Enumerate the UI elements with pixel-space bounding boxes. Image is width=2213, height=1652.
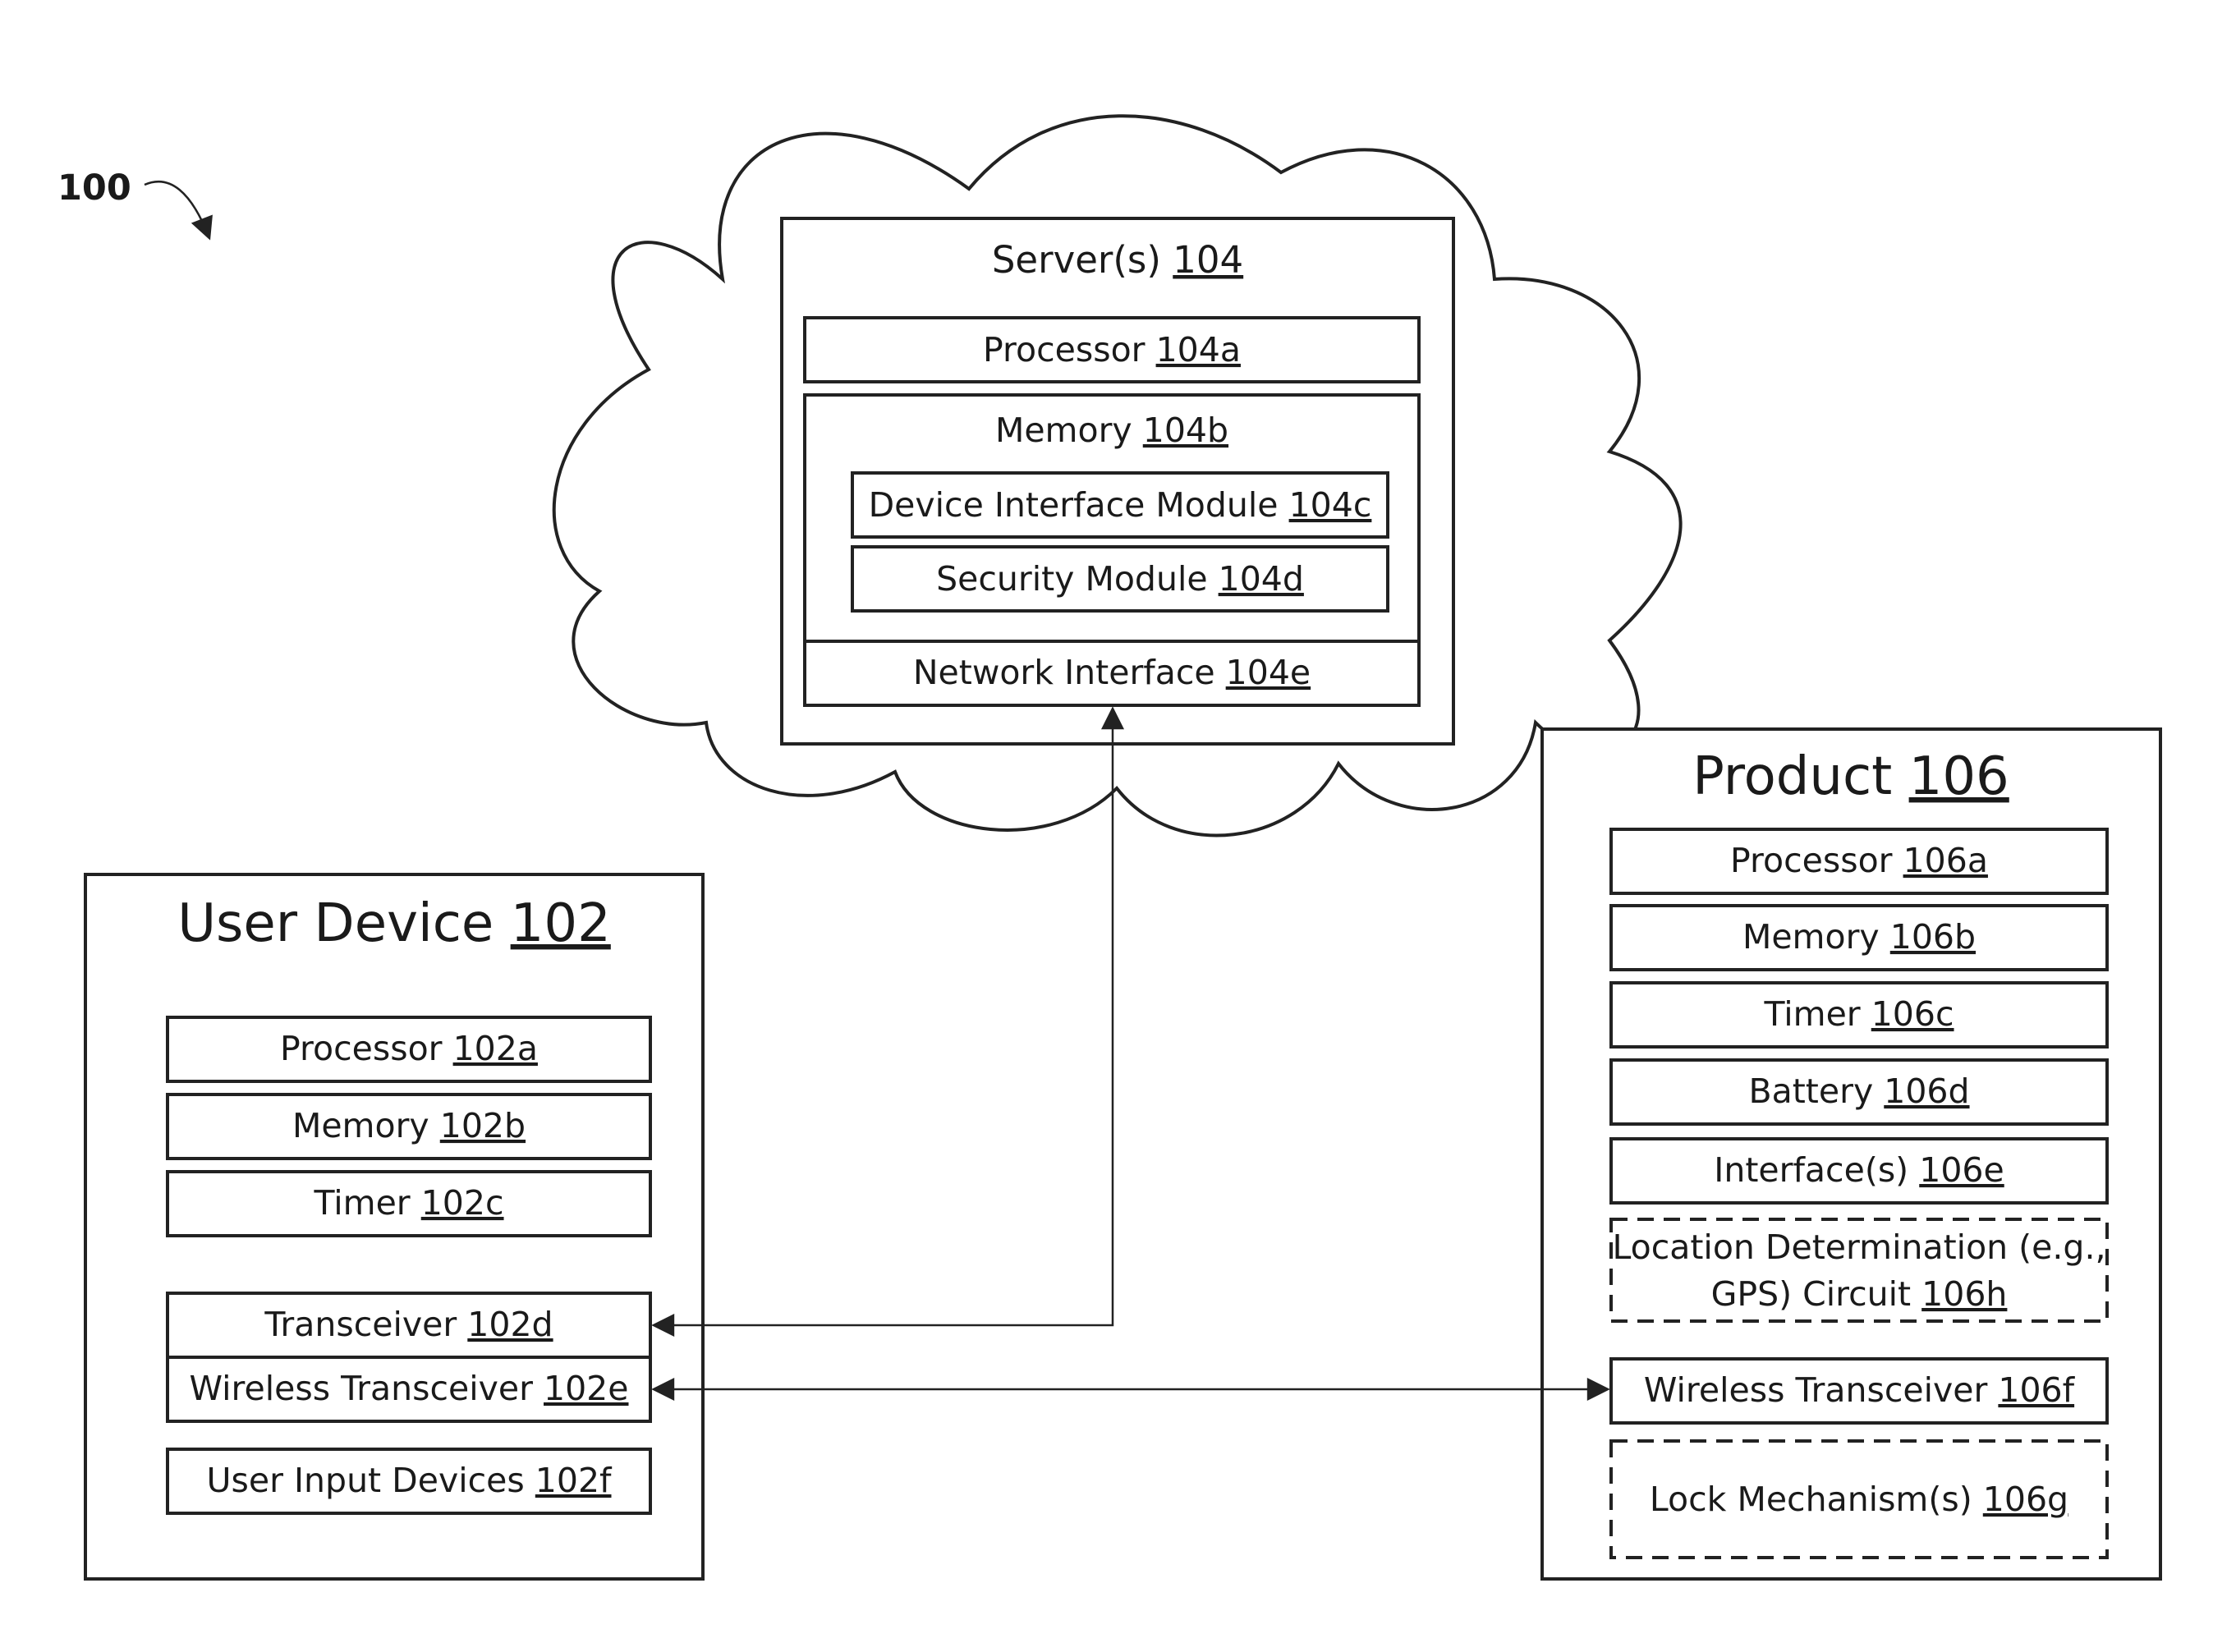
product-timer-label: Timer 106c <box>1763 994 1954 1034</box>
network-interface-label: Network Interface 104e <box>913 653 1311 692</box>
server-processor-label: Processor 104a <box>983 330 1241 369</box>
product-processor-label: Processor 106a <box>1730 841 1988 880</box>
server-title: Server(s) 104 <box>992 238 1243 282</box>
user-device-timer-label: Timer 102c <box>313 1183 503 1223</box>
product-wireless-transceiver-label: Wireless Transceiver 106f <box>1644 1370 2076 1410</box>
transceiver-label: Transceiver 102d <box>264 1305 553 1344</box>
product-title: Product 106 <box>1692 746 2009 807</box>
user-device-wireless-transceiver-label: Wireless Transceiver 102e <box>190 1369 629 1408</box>
lock-mechanism-label: Lock Mechanism(s) 106g <box>1650 1480 2068 1519</box>
battery-label: Battery 106d <box>1748 1072 1969 1111</box>
figure-reference-arrow <box>145 181 209 238</box>
device-interface-module-label: Device Interface Module 104c <box>869 485 1372 525</box>
figure-reference-label: 100 <box>57 167 131 209</box>
security-module-label: Security Module 104d <box>936 559 1304 599</box>
user-input-devices-label: User Input Devices 102f <box>206 1461 613 1500</box>
interfaces-label: Interface(s) 106e <box>1714 1150 2004 1190</box>
server-memory-label: Memory 104b <box>995 411 1228 450</box>
user-device-processor-label: Processor 102a <box>280 1029 538 1068</box>
location-circuit-label-line1: Location Determination (e.g., <box>1612 1228 2105 1267</box>
product-memory-label: Memory 106b <box>1742 917 1976 957</box>
user-device-memory-label: Memory 102b <box>292 1106 526 1145</box>
location-circuit-label-line2: GPS) Circuit 106h <box>1711 1274 2008 1314</box>
user-device-title: User Device 102 <box>177 893 611 954</box>
